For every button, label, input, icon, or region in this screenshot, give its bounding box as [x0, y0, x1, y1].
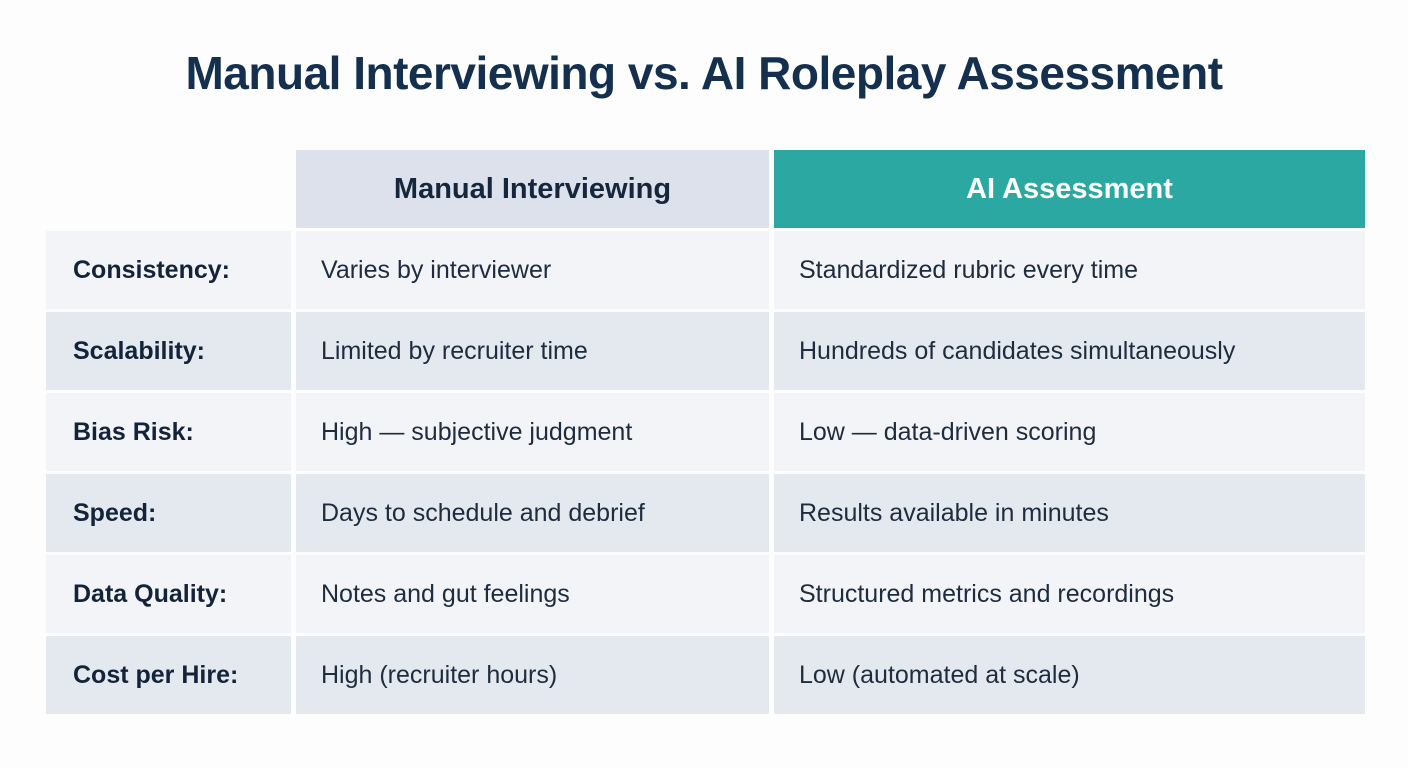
header-manual-interviewing: Manual Interviewing: [296, 150, 769, 228]
row-label-cost-per-hire: Cost per Hire:: [46, 636, 291, 714]
row-label-scalability: Scalability:: [46, 312, 291, 390]
cell-data-quality-manual: Notes and gut feelings: [296, 555, 769, 633]
cell-scalability-manual: Limited by recruiter time: [296, 312, 769, 390]
header-ai-assessment: AI Assessment: [774, 150, 1365, 228]
row-label-data-quality: Data Quality:: [46, 555, 291, 633]
cell-cost-per-hire-ai: Low (automated at scale): [774, 636, 1365, 714]
row-label-speed: Speed:: [46, 474, 291, 552]
row-label-bias-risk: Bias Risk:: [46, 393, 291, 471]
cell-speed-ai: Results available in minutes: [774, 474, 1365, 552]
cell-consistency-manual: Varies by interviewer: [296, 231, 769, 309]
cell-data-quality-ai: Structured metrics and recordings: [774, 555, 1365, 633]
cell-bias-risk-ai: Low — data-driven scoring: [774, 393, 1365, 471]
header-corner-cell: [46, 150, 291, 228]
comparison-table: Manual Interviewing AI Assessment Consis…: [46, 150, 1365, 714]
page-title: Manual Interviewing vs. AI Roleplay Asse…: [185, 47, 1223, 99]
cell-scalability-ai: Hundreds of candidates simultaneously: [774, 312, 1365, 390]
cell-bias-risk-manual: High — subjective judgment: [296, 393, 769, 471]
row-label-consistency: Consistency:: [46, 231, 291, 309]
cell-cost-per-hire-manual: High (recruiter hours): [296, 636, 769, 714]
cell-consistency-ai: Standardized rubric every time: [774, 231, 1365, 309]
cell-speed-manual: Days to schedule and debrief: [296, 474, 769, 552]
